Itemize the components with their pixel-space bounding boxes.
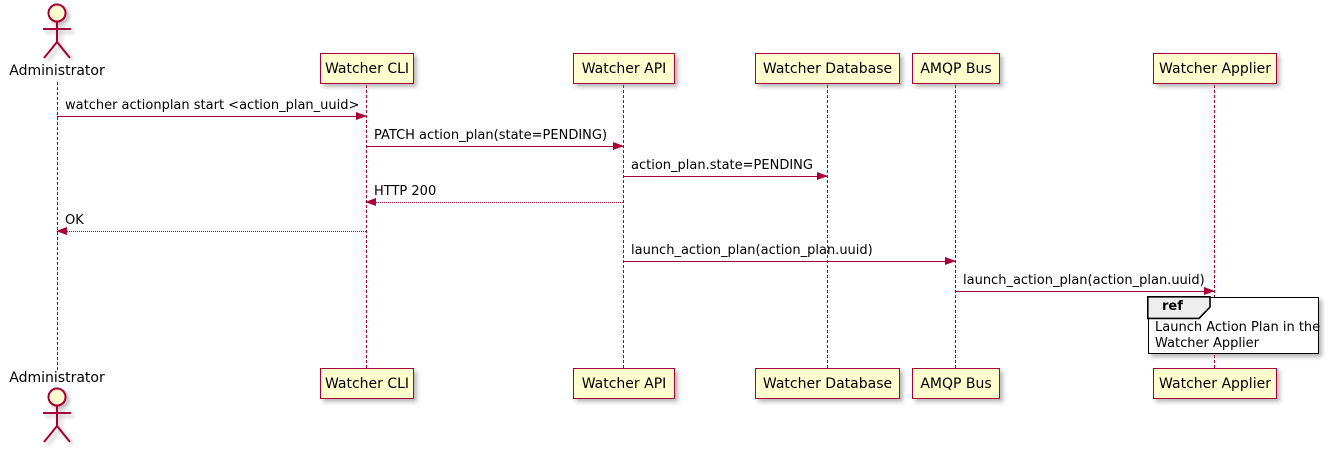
message-7-line: [955, 291, 1214, 292]
ref-text: Launch Action Plan in the Watcher Applie…: [1155, 320, 1320, 352]
lifeline-watcher-api: [623, 85, 624, 368]
arrowhead-left-icon: [56, 226, 67, 235]
actor-leg-left: [43, 425, 58, 443]
participant-box-watcher-api-top: Watcher API: [573, 53, 675, 84]
actor-leg-right: [56, 425, 71, 443]
participant-box-amqp-bus-top: AMQP Bus: [912, 53, 1000, 84]
message-6-label: launch_action_plan(action_plan.uuid): [631, 243, 873, 258]
arrowhead-right-icon: [945, 256, 956, 265]
ref-keyword: ref: [1162, 299, 1183, 314]
ref-header-pentagon-icon: [1147, 296, 1212, 320]
lifeline-watcher-applier: [1214, 85, 1215, 368]
participant-box-watcher-cli-top: Watcher CLI: [320, 53, 414, 84]
participant-box-watcher-api-bottom: Watcher API: [573, 368, 675, 399]
actor-head: [47, 3, 67, 23]
message-3-line: [623, 176, 827, 177]
message-6-line: [623, 261, 955, 262]
message-4-label: HTTP 200: [374, 184, 437, 199]
ref-text-line-1: Launch Action Plan in the: [1155, 320, 1321, 335]
lifeline-watcher-cli: [366, 85, 367, 368]
arrowhead-right-icon: [356, 111, 367, 120]
participant-box-watcher-applier-top: Watcher Applier: [1153, 53, 1277, 84]
arrowhead-right-icon: [817, 171, 828, 180]
actor-head: [47, 387, 67, 407]
participant-box-watcher-database-top: Watcher Database: [755, 53, 900, 84]
lifeline-watcher-database: [827, 85, 828, 368]
message-3-label: action_plan.state=PENDING: [631, 158, 813, 173]
actor-leg-right: [56, 41, 71, 59]
arrowhead-right-icon: [1204, 286, 1215, 295]
lifeline-administrator: [57, 82, 58, 370]
participant-box-amqp-bus-bottom: AMQP Bus: [912, 368, 1000, 399]
ref-text-line-2: Watcher Applier: [1155, 336, 1259, 351]
actor-icon: [43, 3, 71, 59]
ref-fragment: ref Launch Action Plan in the Watcher Ap…: [1147, 296, 1320, 354]
message-2-line: [366, 146, 623, 147]
message-1-line: [57, 116, 366, 117]
message-2-label: PATCH action_plan(state=PENDING): [374, 128, 608, 143]
message-5-line: [57, 231, 366, 232]
participant-box-watcher-cli-bottom: Watcher CLI: [320, 368, 414, 399]
participant-box-watcher-database-bottom: Watcher Database: [755, 368, 900, 399]
lifeline-amqp-bus: [955, 85, 956, 368]
actor-label-bottom: Administrator: [9, 370, 105, 386]
participant-box-watcher-applier-bottom: Watcher Applier: [1153, 368, 1277, 399]
message-7-label: launch_action_plan(action_plan.uuid): [963, 273, 1205, 288]
actor-leg-left: [43, 41, 58, 59]
actor-label-top: Administrator: [9, 63, 105, 79]
ref-header-shape: [1147, 296, 1212, 320]
actor-icon: [43, 387, 71, 443]
message-1-label: watcher actionplan start <action_plan_uu…: [65, 98, 360, 113]
message-4-line: [366, 202, 623, 203]
message-5-label: OK: [65, 213, 84, 228]
arrowhead-right-icon: [613, 141, 624, 150]
arrowhead-left-icon: [365, 197, 376, 206]
